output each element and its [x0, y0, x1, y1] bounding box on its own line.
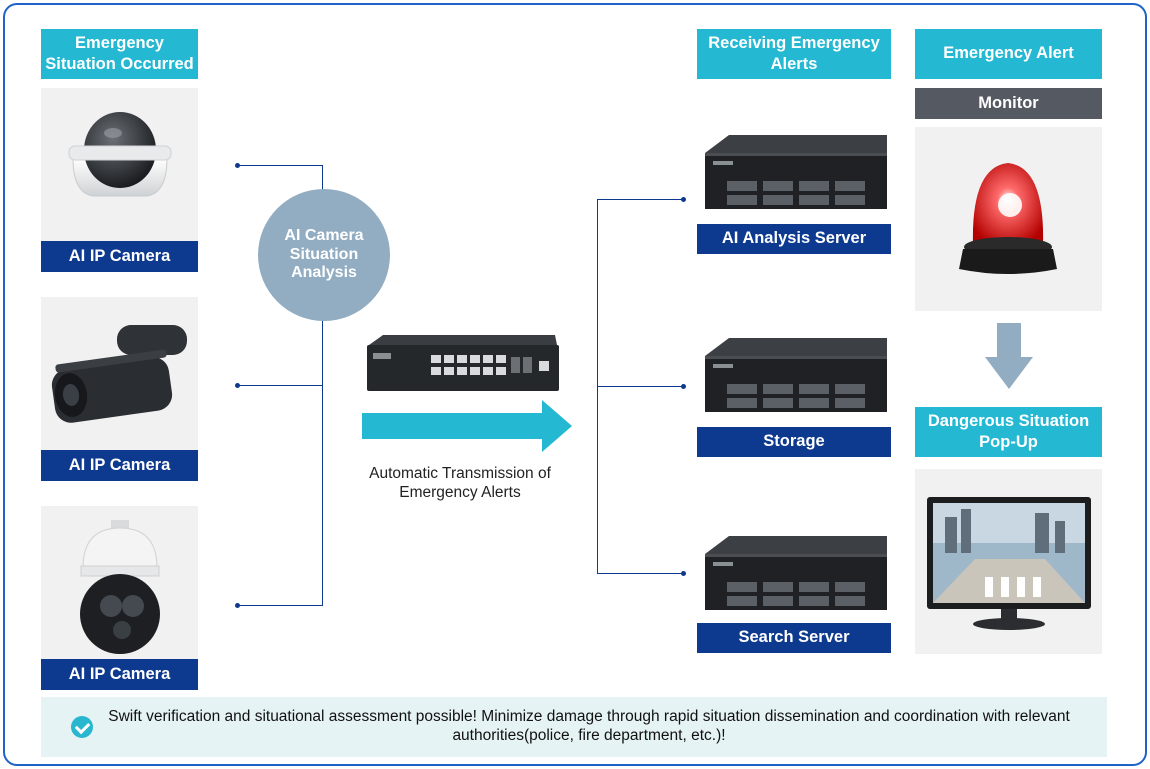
rack-server-icon — [705, 338, 887, 412]
connector-line — [597, 386, 683, 387]
connector-line — [237, 605, 323, 606]
ai-analysis-circle: AI Camera Situation Analysis — [258, 189, 390, 321]
dome-camera-icon — [68, 112, 172, 197]
transmission-arrow-icon — [362, 400, 572, 452]
network-switch-icon — [367, 335, 559, 391]
transmission-caption: Automatic Transmission of Emergency Aler… — [369, 465, 551, 501]
camera-label-1: AI IP Camera — [41, 241, 198, 272]
connector-line — [597, 199, 683, 200]
monitor-panel — [915, 469, 1102, 654]
beacon-panel — [915, 127, 1102, 311]
checkmark-icon — [71, 716, 93, 738]
connector-dot — [681, 571, 686, 576]
header-emergency-occurred: Emergency Situation Occurred — [41, 29, 198, 79]
down-arrow-icon — [985, 323, 1033, 389]
header-dangerous-popup: Dangerous Situation Pop-Up — [915, 407, 1102, 457]
header-emergency-alert: Emergency Alert — [915, 29, 1102, 79]
camera-label-3: AI IP Camera — [41, 659, 198, 690]
camera-panel-2 — [41, 297, 198, 452]
connector-dot — [681, 384, 686, 389]
rack-server-icon — [705, 135, 887, 209]
header-receiving-alerts: Receiving Emergency Alerts — [697, 29, 891, 79]
monitor-label: Monitor — [915, 88, 1102, 119]
connector-line — [237, 165, 323, 166]
connector-trunk — [322, 165, 323, 606]
camera-label-2: AI IP Camera — [41, 450, 198, 481]
footer-banner: Swift verification and situational asses… — [41, 697, 1107, 757]
connector-line — [237, 385, 323, 386]
ptz-camera-icon — [80, 520, 160, 654]
server-label-2: Storage — [697, 427, 891, 457]
camera-panel-1 — [41, 88, 198, 243]
bullet-camera-icon — [51, 325, 187, 423]
connector-line — [597, 573, 683, 574]
server-label-1: AI Analysis Server — [697, 224, 891, 254]
camera-panel-3 — [41, 506, 198, 661]
monitor-icon — [927, 497, 1091, 630]
server-label-3: Search Server — [697, 623, 891, 653]
rack-server-icon — [705, 536, 887, 610]
warning-beacon-icon — [959, 163, 1057, 274]
footer-text: Swift verification and situational asses… — [108, 708, 1070, 744]
connector-dot — [681, 197, 686, 202]
